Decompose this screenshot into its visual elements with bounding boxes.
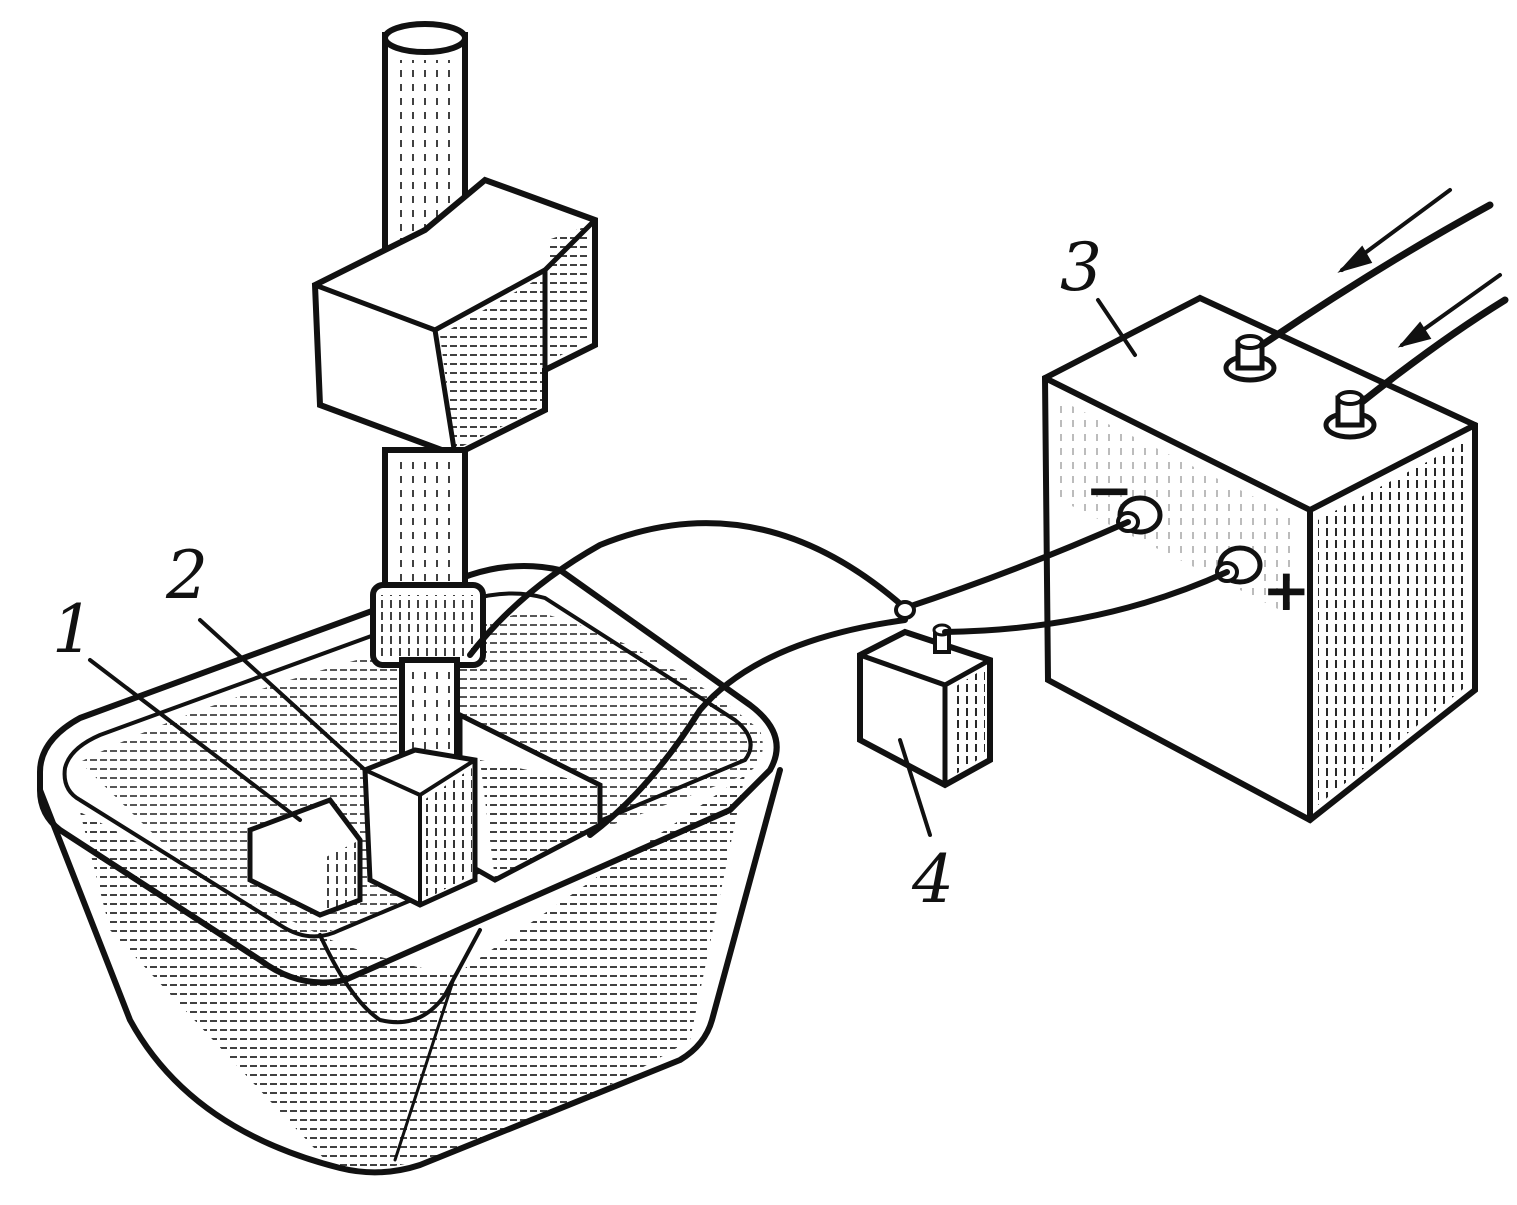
input-terminal-2 [1323,390,1377,440]
current-direction-arrow-1 [1337,188,1452,273]
input-terminal-1 [1223,334,1277,383]
positive-terminal [1215,545,1263,585]
label-part-2: 2 [165,537,208,614]
electrode-tool [362,747,478,908]
connection-wires [467,519,1230,838]
workpiece-block [247,710,603,918]
clamp-block [311,176,598,459]
label-part-3: 3 [1060,229,1102,306]
supply-cables [1258,201,1509,406]
label-part-1: 1 [52,591,94,668]
lower-rod [370,447,486,773]
current-direction-arrow-2 [1397,273,1502,348]
negative-sign: − [1085,456,1134,524]
leader-lines [88,298,1137,837]
label-part-4: 4 [911,841,954,918]
positive-sign: + [1262,556,1311,624]
switch-box [857,623,993,789]
